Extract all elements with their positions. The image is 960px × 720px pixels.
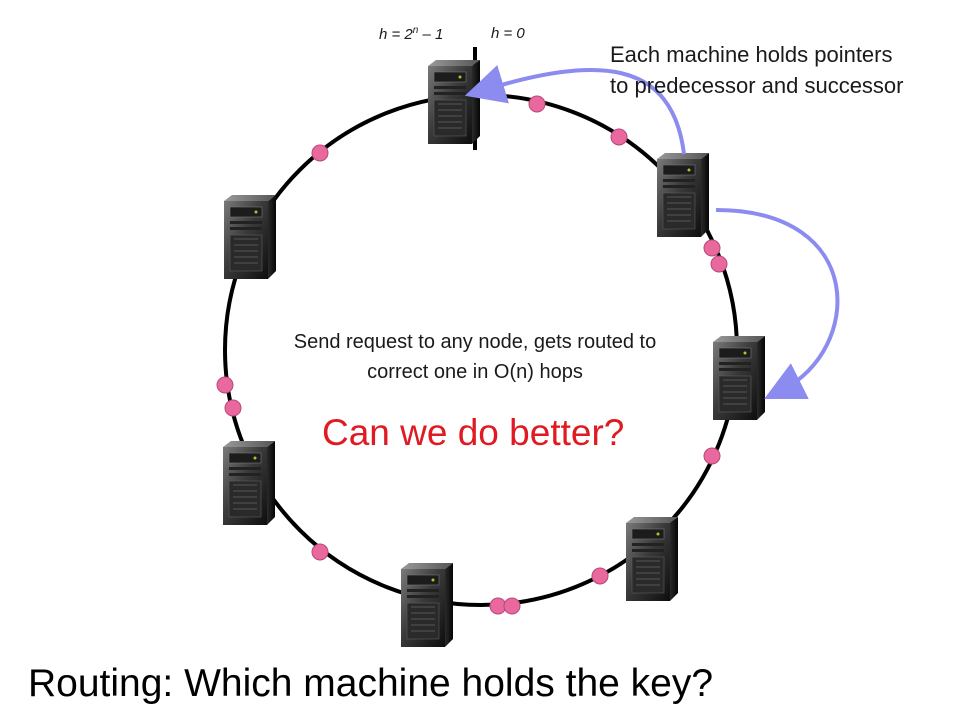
key-dot	[216, 376, 234, 394]
arrow-icon	[715, 208, 840, 399]
server-icon	[427, 59, 481, 145]
arrow-icon	[464, 65, 686, 155]
hash-max-base: h = 2	[379, 26, 413, 43]
pointers-note: Each machine holds pointers to predecess…	[610, 42, 904, 98]
routing-note: Send request to any node, gets routed to…	[293, 331, 657, 383]
slide-title: Routing: Which machine holds the key?	[28, 662, 714, 705]
key-dot	[311, 144, 329, 162]
key-dot	[591, 567, 609, 585]
server-icon	[656, 152, 710, 238]
key-dot	[710, 255, 728, 273]
key-dot	[311, 543, 329, 561]
key-dot	[703, 239, 721, 257]
server-icon	[400, 562, 454, 648]
key-dot	[703, 447, 721, 465]
key-dot	[224, 399, 242, 417]
hash-zero-label: h = 0	[491, 25, 525, 42]
key-dot	[610, 128, 628, 146]
hash-max-suffix: – 1	[418, 26, 444, 43]
question-text: Can we do better?	[322, 412, 625, 453]
hash-max-label: h = 2n – 1	[379, 25, 443, 43]
server-icon	[625, 516, 679, 602]
key-dot	[528, 95, 546, 113]
key-dot	[503, 597, 521, 615]
server-icon	[223, 194, 277, 280]
server-icon	[222, 440, 276, 526]
hash-max-exponent: n	[412, 25, 419, 36]
server-icon	[712, 335, 766, 421]
